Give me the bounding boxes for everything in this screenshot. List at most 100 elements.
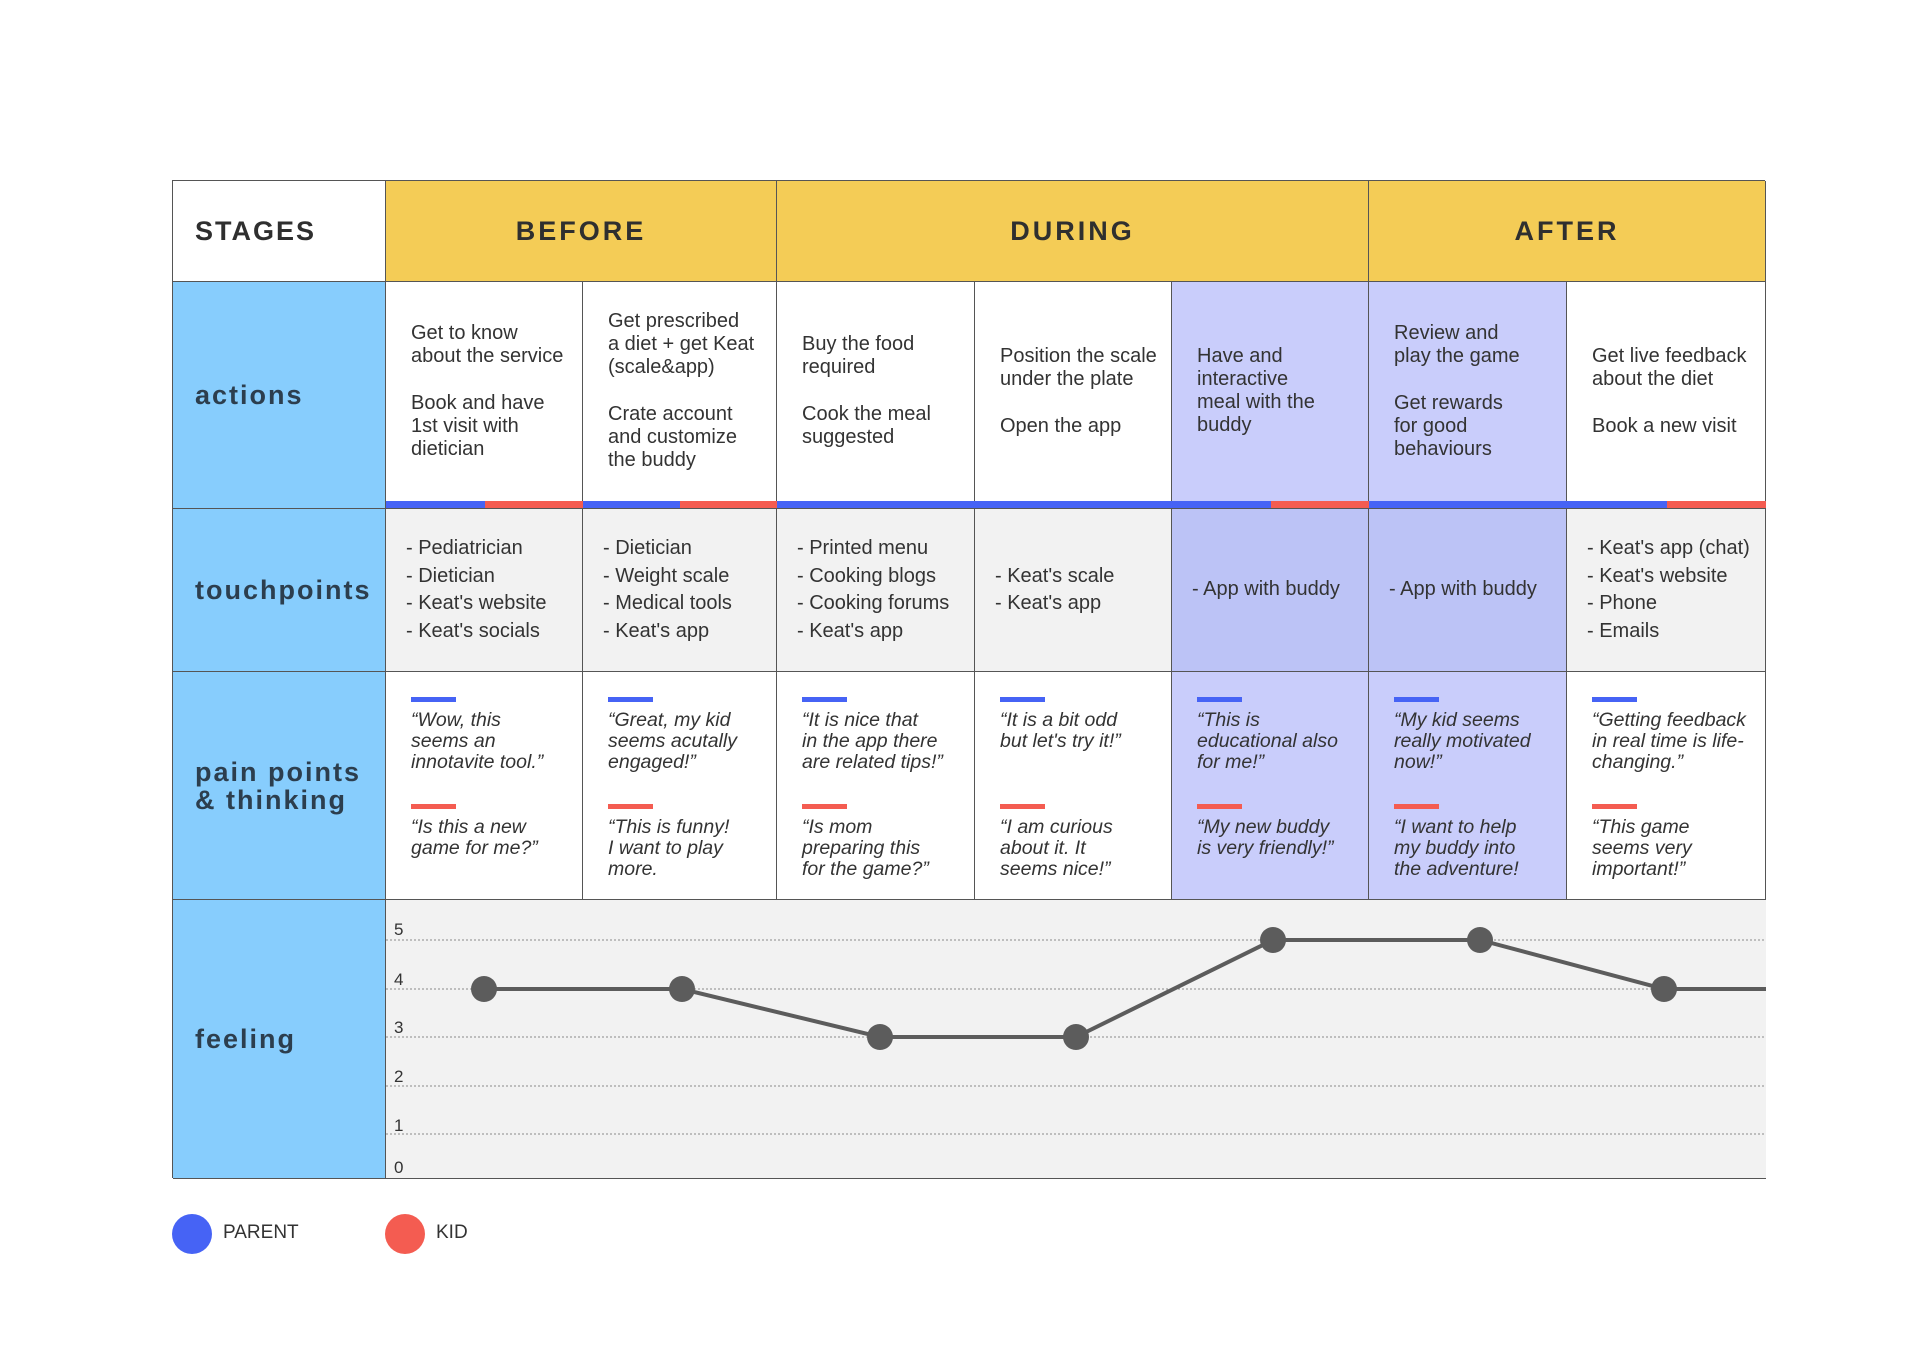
feeling-point-7 bbox=[1651, 976, 1677, 1002]
parent-quote: “Getting feedback in real time is life- … bbox=[1592, 709, 1746, 773]
feeling-line bbox=[484, 938, 1766, 1039]
kid-quote-marker bbox=[608, 804, 653, 809]
touchpoints-cell: - Pediatrician- Dietician- Keat's websit… bbox=[386, 509, 583, 672]
touchpoint-item: - Keat's website bbox=[1587, 564, 1728, 587]
parent-bar bbox=[1172, 501, 1271, 508]
parent-quote-marker bbox=[802, 697, 847, 702]
parent-quote: “Great, my kid seems acutally engaged!” bbox=[608, 709, 737, 773]
phase-label: DURING bbox=[1010, 215, 1135, 246]
kid-quote: “Is mom preparing this for the game?” bbox=[802, 816, 929, 880]
parent-bar bbox=[777, 501, 975, 508]
feeling-point-3 bbox=[867, 1024, 893, 1050]
touchpoint-item: - Phone bbox=[1587, 592, 1658, 614]
actions-cell: Get prescribed a diet + get Keat (scale&… bbox=[583, 282, 777, 509]
touchpoints-cell: - Keat's scale- Keat's app bbox=[975, 509, 1172, 672]
parent-quote: “It is nice that in the app there are re… bbox=[802, 709, 943, 773]
parent-quote-marker bbox=[1394, 697, 1439, 702]
kid-quote: “This is funny! I want to play more. bbox=[608, 816, 730, 880]
parent-quote: “Wow, this seems an innotavite tool.” bbox=[411, 709, 544, 773]
action-gap bbox=[802, 379, 968, 403]
kid-quote-marker bbox=[411, 804, 456, 809]
actions-cell: Position the scale under the plate Open … bbox=[975, 282, 1172, 509]
touchpoints-cell: - Dietician - Weight scale - Medical tools… bbox=[583, 509, 777, 672]
stages-header-cell: STAGES bbox=[173, 181, 386, 282]
touchpoint-item: - Emails bbox=[1587, 619, 1660, 642]
row-label-text: touchpoints bbox=[195, 575, 372, 605]
touchpoint-item: - Dietician bbox=[406, 564, 495, 587]
parent-quote-marker bbox=[1592, 697, 1637, 702]
y-tick-label: 2 bbox=[394, 1067, 403, 1086]
parent-bar bbox=[1567, 501, 1667, 508]
parent-quote-marker bbox=[608, 697, 653, 702]
phase-header-after: AFTER bbox=[1369, 181, 1766, 282]
parent-bar bbox=[1369, 501, 1567, 508]
touchpoint-item: - App with buddy bbox=[1192, 578, 1340, 601]
y-tick-label: 3 bbox=[394, 1018, 403, 1037]
action-gap bbox=[1000, 391, 1165, 415]
touchpoint-item: - Keat's socials bbox=[406, 619, 540, 642]
row-label-actions: actions bbox=[173, 282, 386, 509]
action-text: Cook the meal suggested bbox=[802, 403, 931, 448]
action-text: Open the app bbox=[1000, 414, 1122, 437]
parent-legend-dot bbox=[172, 1214, 212, 1254]
parent-quote: “My kid seems really motivated now!” bbox=[1394, 709, 1531, 773]
feeling-point-1 bbox=[471, 976, 497, 1002]
kid-quote-marker bbox=[1394, 804, 1439, 809]
kid-bar bbox=[484, 501, 583, 508]
kid-quote-marker bbox=[1000, 804, 1045, 809]
touchpoint-item: - Printed menu bbox=[797, 537, 929, 559]
kid-quote: “Is this a new game for me?” bbox=[411, 816, 538, 859]
action-text: Review and play the game bbox=[1394, 321, 1520, 367]
kid-bar bbox=[680, 501, 777, 508]
kid-quote-marker bbox=[1197, 804, 1242, 809]
action-text: Book and have 1st visit with dietician bbox=[411, 391, 545, 460]
kid-bar bbox=[1270, 501, 1369, 508]
kid-quote: “My new buddy is very friendly!” bbox=[1197, 816, 1334, 859]
action-gap bbox=[1394, 368, 1560, 392]
touchpoint-item: - Dietician bbox=[603, 537, 692, 559]
phase-header-during: DURING bbox=[777, 181, 1369, 282]
touchpoint-item: - Keat's scale bbox=[995, 564, 1115, 587]
kid-quote: “I am curious about it. It seems nice!” bbox=[1000, 816, 1113, 880]
touchpoints-cell: - App with buddy bbox=[1369, 509, 1567, 672]
pain-points-cell: “Wow, this seems an innotavite tool.” “Is… bbox=[386, 672, 583, 900]
y-tick-label: 4 bbox=[394, 970, 403, 989]
touchpoint-item: - Keat's website bbox=[406, 592, 547, 614]
kid-quote: “This game seems very important!” bbox=[1592, 816, 1692, 880]
feeling-point-2 bbox=[669, 976, 695, 1002]
action-text: Position the scale under the plate bbox=[1000, 344, 1157, 390]
journey-map: STAGES BEFORE DURING AFTER actions touchpoint… bbox=[172, 180, 1766, 1179]
touchpoint-item: - Weight scale bbox=[603, 564, 730, 587]
phase-label: BEFORE bbox=[515, 215, 647, 246]
touchpoint-item: - Cooking forums bbox=[797, 592, 950, 614]
kid-bar bbox=[1666, 501, 1766, 508]
action-text: Get prescribed a diet + get Keat (scale&… bbox=[608, 310, 755, 378]
action-text: Get live feedback about the diet bbox=[1592, 344, 1747, 390]
y-tick-label: 1 bbox=[394, 1116, 403, 1135]
touchpoint-item: - App with buddy bbox=[1389, 578, 1537, 601]
kid-legend-dot bbox=[385, 1214, 425, 1254]
feeling-point-4 bbox=[1063, 1024, 1089, 1050]
action-gap bbox=[411, 368, 576, 392]
parent-bar bbox=[975, 501, 1172, 508]
parent-bar bbox=[583, 501, 680, 508]
parent-legend-label: PARENT bbox=[223, 1222, 299, 1243]
touchpoints-cell: - Keat's app (chat)- Keat's website- Pho… bbox=[1567, 509, 1766, 672]
action-text: Get to know about the service bbox=[411, 321, 564, 367]
pain-points-cell: “It is nice that in the app there are re… bbox=[777, 672, 975, 900]
row-label-feeling: feeling bbox=[173, 900, 386, 1179]
y-tick-label: 0 bbox=[394, 1158, 403, 1177]
phase-header-before: BEFORE bbox=[386, 181, 777, 282]
parent-quote: “It is a bit odd but let's try it!” bbox=[1000, 709, 1121, 752]
action-text: Buy the food required bbox=[802, 333, 915, 378]
actions-cell: Have and interactive meal with the buddy bbox=[1172, 282, 1369, 509]
phase-label: AFTER bbox=[1514, 215, 1620, 246]
touchpoint-item: - Keat's app bbox=[797, 619, 904, 642]
touchpoint-item: - Medical tools bbox=[603, 592, 732, 614]
parent-quote-marker bbox=[411, 697, 456, 702]
kid-quote-marker bbox=[1592, 804, 1637, 809]
